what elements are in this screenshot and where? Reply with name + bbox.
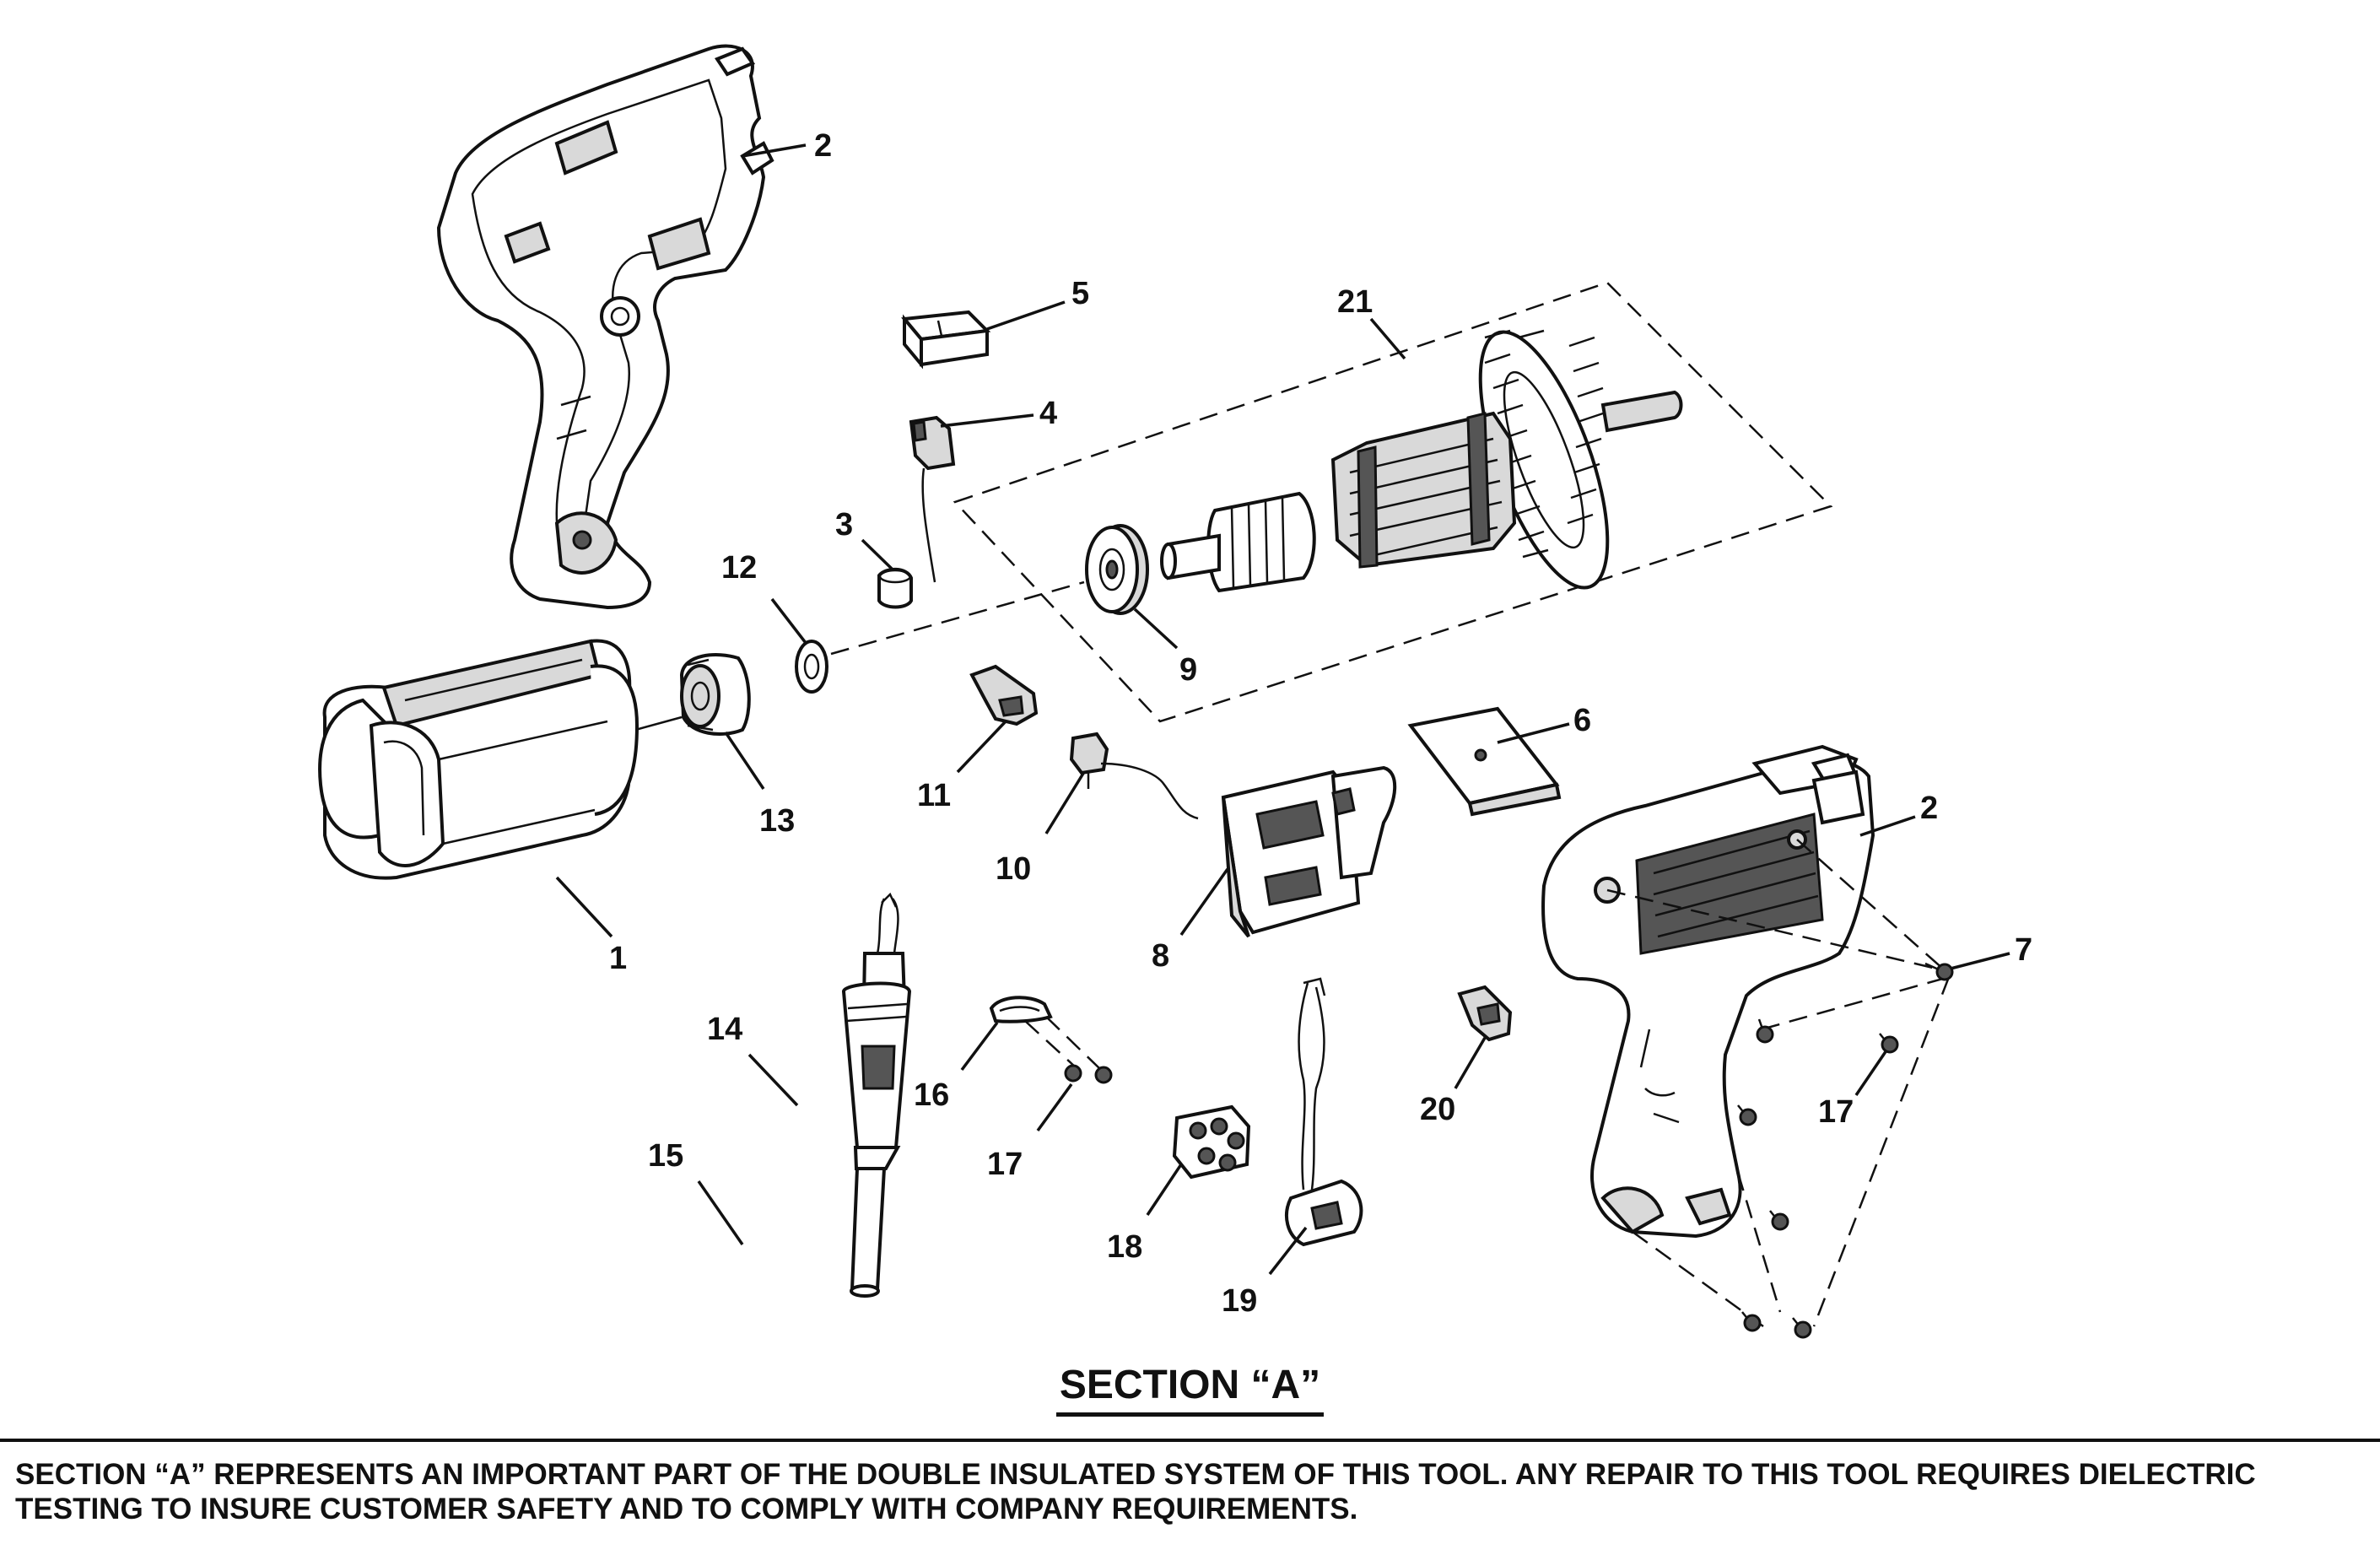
part-number-15: 15 [648, 1138, 683, 1174]
leader-4 [940, 413, 1034, 428]
leader-17-left [1036, 1083, 1073, 1132]
part-number-7: 7 [2015, 932, 2032, 968]
leader-3 [861, 538, 894, 571]
leader-2-upper [742, 143, 807, 158]
leader-13 [724, 732, 765, 790]
ball-bearing [1085, 524, 1149, 615]
leader-1 [555, 876, 613, 938]
screw [1924, 962, 1954, 981]
part-number-17-right: 17 [1818, 1094, 1854, 1130]
housing-half-right [1541, 744, 1875, 1239]
bushing [877, 567, 913, 609]
screw [1769, 1210, 1789, 1231]
leader-5 [986, 300, 1066, 331]
leader-16 [960, 1021, 999, 1072]
leader-17-right [1854, 1050, 1888, 1096]
safety-notice: SECTION “A” REPRESENTS AN IMPORTANT PART… [15, 1458, 2256, 1525]
divider-line [0, 1439, 2380, 1442]
part-number-8: 8 [1152, 938, 1169, 974]
field-coil [318, 639, 640, 880]
leader-6 [1497, 722, 1570, 744]
armature-assembly-outline [953, 281, 1833, 723]
part-number-17-left: 17 [987, 1147, 1023, 1182]
part-number-13: 13 [759, 803, 795, 839]
section-title-text: SECTION “A” [1055, 1363, 1325, 1417]
leader-12 [770, 597, 807, 645]
part-number-18: 18 [1107, 1229, 1142, 1265]
leader-8 [1179, 867, 1229, 937]
cord-clamp-with-leads [1285, 977, 1363, 1247]
terminal-block [1172, 1104, 1251, 1180]
leader-19 [1268, 1226, 1308, 1276]
part-number-6: 6 [1573, 703, 1591, 738]
screw [1737, 1104, 1757, 1126]
part-number-12: 12 [721, 550, 757, 586]
terminal-clip [969, 664, 1039, 726]
wire-clip [1457, 985, 1513, 1042]
part-number-1: 1 [609, 941, 627, 976]
part-number-11: 11 [917, 778, 951, 813]
brush-block [901, 310, 991, 370]
part-number-19: 19 [1222, 1283, 1257, 1319]
leader-21 [1369, 317, 1406, 360]
leader-20 [1454, 1037, 1487, 1089]
insulating-plate [1407, 706, 1562, 817]
leader-18 [1146, 1164, 1183, 1216]
leader-2-lower [1859, 815, 1916, 837]
part-number-4: 4 [1039, 396, 1057, 431]
trigger-switch [1221, 765, 1397, 938]
power-cord-with-protector [841, 892, 912, 1298]
part-number-10: 10 [996, 851, 1031, 887]
housing-half-left [436, 44, 774, 610]
part-number-14: 14 [707, 1012, 742, 1047]
part-number-21: 21 [1337, 284, 1373, 320]
brush-lead-assembly [1069, 732, 1199, 820]
leader-10 [1044, 771, 1086, 834]
part-number-5: 5 [1071, 276, 1089, 311]
screw [1741, 1311, 1762, 1332]
armature [1160, 329, 1683, 593]
screw-17-right [1879, 1033, 1899, 1054]
section-title: SECTION “A” [0, 1362, 2380, 1417]
part-number-3: 3 [835, 507, 853, 543]
housing-screws [1606, 839, 1954, 1339]
bearing-retainer [679, 653, 751, 736]
washer [795, 640, 828, 694]
part-number-2-lower: 2 [1920, 791, 1938, 826]
part-number-9: 9 [1179, 652, 1197, 688]
clamp-screws [1024, 1016, 1113, 1084]
leader-9 [1133, 607, 1179, 650]
part-number-20: 20 [1420, 1092, 1455, 1127]
carbon-brush-with-lead [909, 415, 956, 583]
cord-clamp [989, 996, 1053, 1023]
leader-7 [1950, 952, 2010, 970]
screw [1792, 1317, 1812, 1339]
screw [1756, 1018, 1774, 1044]
part-number-16: 16 [914, 1077, 949, 1113]
leader-11 [956, 720, 1007, 774]
leader-15 [697, 1180, 744, 1245]
part-number-2-upper: 2 [814, 128, 832, 164]
armature-axis [830, 580, 1085, 656]
leader-14 [747, 1053, 799, 1107]
